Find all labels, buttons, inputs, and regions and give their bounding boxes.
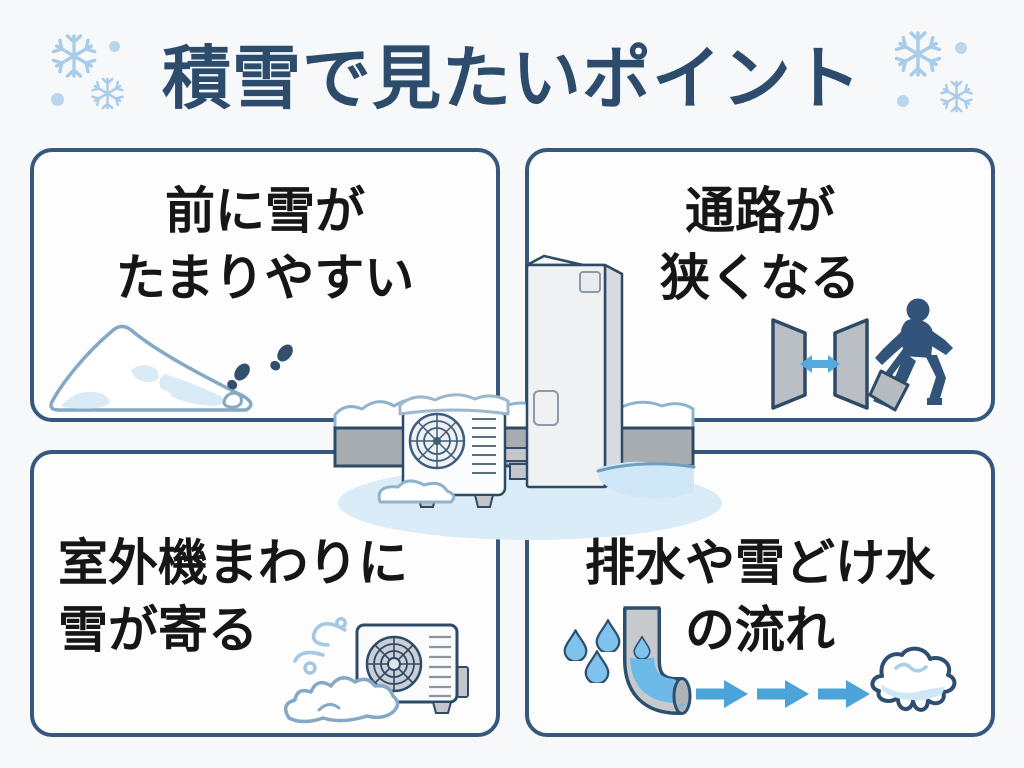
panel-drainage-meltwater-flow: 排水や雪どけ水 の流れ bbox=[525, 450, 995, 737]
panel-text: 室外機まわりに 雪が寄る bbox=[34, 530, 496, 664]
snow-dot-icon bbox=[109, 41, 120, 52]
panel-text-line: たまりやすい bbox=[115, 250, 415, 306]
panel-snow-gathers-around-unit: 室外機まわりに 雪が寄る bbox=[30, 450, 500, 737]
panel-snow-piles-in-front: 前に雪が たまりやすい bbox=[30, 148, 500, 422]
panel-text-line: 排水や雪どけ水 bbox=[585, 535, 935, 591]
page-title: 積雪で見たいポイント bbox=[162, 40, 862, 117]
panel-text-line: 前に雪が bbox=[165, 183, 365, 239]
snow-dot-icon bbox=[897, 95, 909, 107]
snowflake-icon bbox=[50, 32, 98, 80]
panel-path-narrows: 通路が 狭くなる bbox=[525, 148, 995, 422]
panel-text-line: 雪が寄る bbox=[58, 602, 258, 658]
panel-text: 前に雪が たまりやすい bbox=[34, 178, 496, 312]
snow-dot-icon bbox=[51, 93, 64, 106]
snowflake-icon bbox=[939, 79, 974, 114]
panel-text: 排水や雪どけ水 の流れ bbox=[529, 530, 991, 664]
panel-text-line: 室外機まわりに bbox=[58, 535, 408, 591]
panel-text-line: 通路が bbox=[685, 183, 835, 239]
panel-text: 通路が 狭くなる bbox=[529, 178, 991, 312]
snowflake-icon bbox=[90, 76, 125, 111]
panel-text-line: 狭くなる bbox=[660, 250, 860, 306]
snowflake-icon bbox=[893, 29, 943, 79]
snow-dot-icon bbox=[955, 42, 967, 54]
panel-text-line: の流れ bbox=[685, 602, 835, 658]
